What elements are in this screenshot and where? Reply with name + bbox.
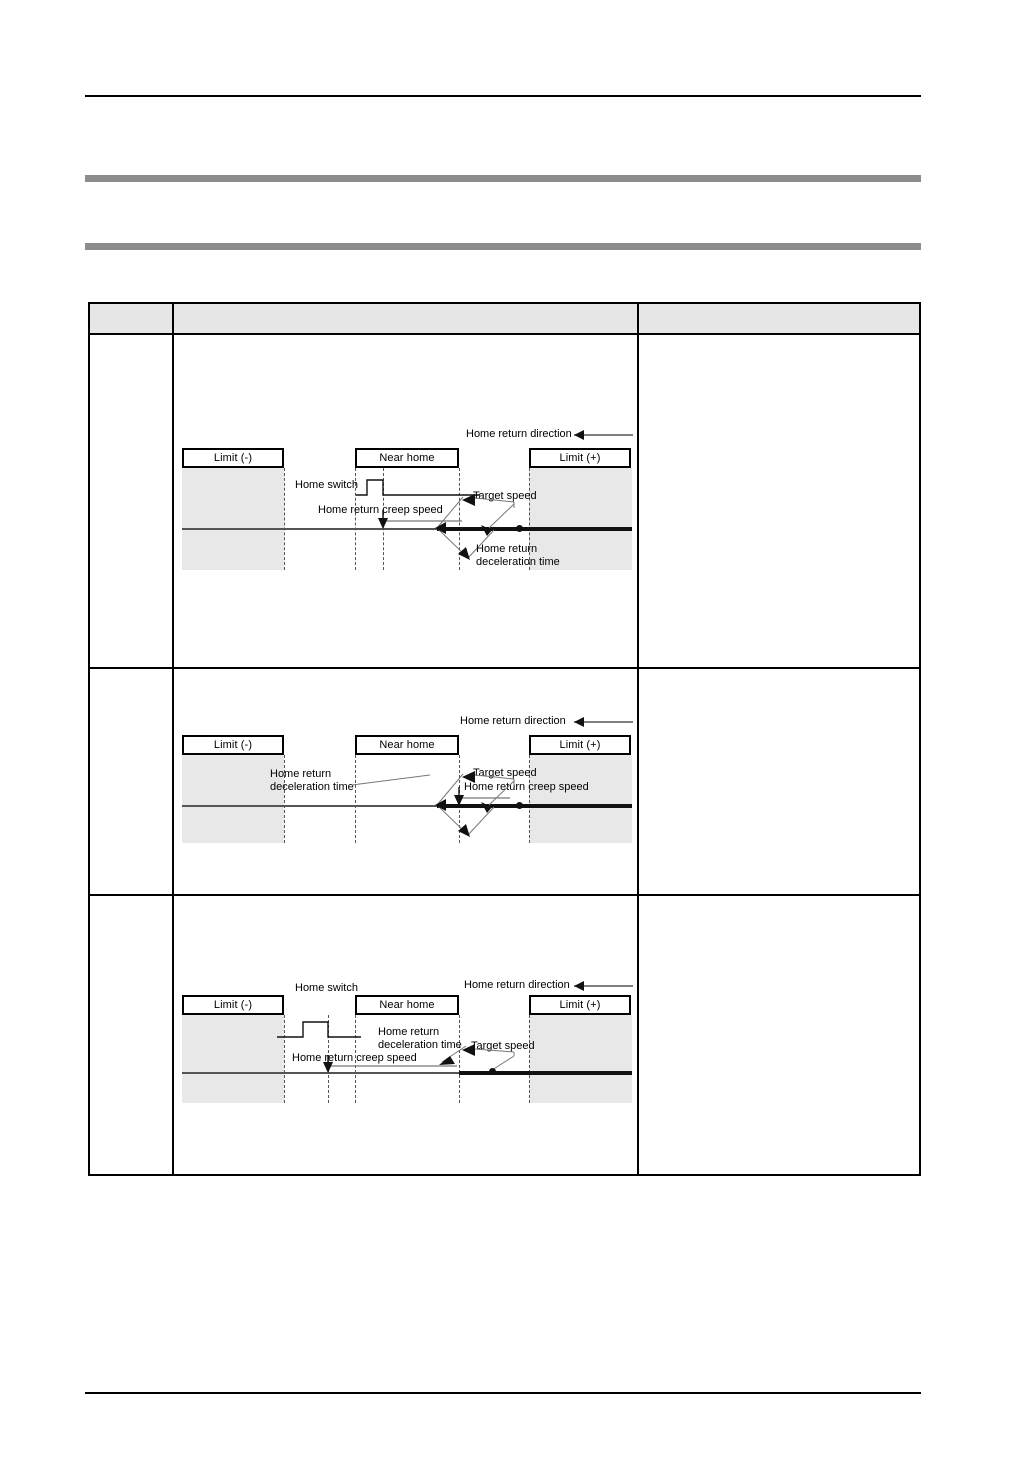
timing-diagram-2: Home return direction Limit (-) Near hom… xyxy=(90,667,637,894)
home-switch-waveform-3 xyxy=(277,1021,361,1038)
limit-plus-zone-2 xyxy=(529,755,632,843)
decel-time-label-1-line2: deceleration time xyxy=(476,556,560,568)
deceleration-ramp-2 xyxy=(351,771,515,837)
dash-near-home-left-1 xyxy=(355,468,356,570)
dash-limit-minus-edge-2 xyxy=(284,755,285,843)
zone-label-near-home-1: Near home xyxy=(379,451,435,464)
limit-minus-zone-3 xyxy=(182,1015,284,1103)
direction-label-3: Home return direction xyxy=(464,979,570,991)
home-switch-label-1: Home switch xyxy=(295,479,358,491)
table-row-divider-1 xyxy=(90,667,919,669)
direction-arrow-1 xyxy=(574,430,633,440)
table-column-divider-1 xyxy=(172,304,174,1174)
limit-plus-zone-3 xyxy=(529,1015,632,1103)
zone-box-near-home-3: Near home xyxy=(355,995,459,1015)
decel-time-label-1-line1: Home return xyxy=(476,543,538,555)
limit-plus-zone-1 xyxy=(529,468,632,570)
dash-near-home-right-1 xyxy=(459,468,460,570)
footer-rule xyxy=(85,1392,921,1394)
target-speed-leader-3 xyxy=(439,1044,515,1073)
zone-label-limit-plus-3: Limit (+) xyxy=(559,998,601,1011)
decel-time-label-3-line2: deceleration time xyxy=(378,1039,462,1051)
zone-box-limit-minus-2: Limit (-) xyxy=(182,735,284,755)
creep-speed-leader-3 xyxy=(323,1055,457,1073)
home-switch-waveform-1 xyxy=(356,479,480,496)
section-band-lower xyxy=(85,243,921,250)
settle-point-1 xyxy=(516,525,523,532)
dash-limit-plus-edge-2 xyxy=(529,755,530,843)
dash-limit-plus-edge-3 xyxy=(529,1015,530,1103)
axis-thick-segment-3 xyxy=(459,1071,632,1075)
direction-label-1: Home return direction xyxy=(466,428,572,440)
creep-speed-leader-1 xyxy=(378,510,462,529)
axis-baseline-2 xyxy=(182,805,632,807)
main-table: Home return direction Limit (-) Near hom… xyxy=(88,302,921,1176)
zone-label-limit-plus-1: Limit (+) xyxy=(559,451,601,464)
dash-near-home-right-3 xyxy=(459,1015,460,1103)
zone-box-limit-plus-1: Limit (+) xyxy=(529,448,631,468)
zone-label-limit-minus-2: Limit (-) xyxy=(213,738,253,751)
settle-point-3 xyxy=(489,1068,496,1075)
zone-label-near-home-3: Near home xyxy=(379,998,435,1011)
direction-arrow-3 xyxy=(574,981,633,991)
deceleration-ramp-1 xyxy=(435,496,515,560)
table-row-divider-2 xyxy=(90,894,919,896)
zone-label-limit-minus-3: Limit (-) xyxy=(213,998,253,1011)
zone-box-limit-plus-2: Limit (+) xyxy=(529,735,631,755)
decel-time-label-3-line1: Home return xyxy=(378,1026,440,1038)
axis-baseline-3 xyxy=(182,1072,632,1074)
direction-arrow-2 xyxy=(574,717,633,727)
creep-speed-label-1: Home return creep speed xyxy=(318,504,443,516)
limit-minus-zone-2 xyxy=(182,755,284,843)
limit-minus-zone-1 xyxy=(182,468,284,570)
header-rule xyxy=(85,95,921,97)
dash-limit-minus-edge-1 xyxy=(284,468,285,570)
dash-limit-plus-edge-1 xyxy=(529,468,530,570)
axis-baseline-1 xyxy=(182,528,632,530)
table-header-row xyxy=(90,304,919,335)
axis-thick-segment-2 xyxy=(437,804,632,808)
zone-box-limit-minus-3: Limit (-) xyxy=(182,995,284,1015)
decel-time-label-2-line1: Home return xyxy=(270,768,332,780)
section-band-upper xyxy=(85,175,921,182)
dash-limit-minus-edge-3 xyxy=(284,1015,285,1103)
zone-box-near-home-2: Near home xyxy=(355,735,459,755)
zone-label-limit-minus-1: Limit (-) xyxy=(213,451,253,464)
axis-thick-segment-1 xyxy=(437,527,632,531)
zone-box-limit-minus-1: Limit (-) xyxy=(182,448,284,468)
target-speed-leader-1 xyxy=(462,494,515,508)
target-speed-label-3: Target speed xyxy=(471,1040,535,1052)
creep-speed-label-2: Home return creep speed xyxy=(464,781,589,793)
dash-near-home-left-2 xyxy=(355,755,356,843)
zone-label-near-home-2: Near home xyxy=(379,738,435,751)
zone-box-limit-plus-3: Limit (+) xyxy=(529,995,631,1015)
timing-diagram-1: Home return direction Limit (-) Near hom… xyxy=(90,304,637,667)
dash-near-home-left-3 xyxy=(355,1015,356,1103)
creep-speed-label-3: Home return creep speed xyxy=(292,1052,417,1064)
home-switch-label-3: Home switch xyxy=(295,982,358,994)
decel-time-label-2-line2: deceleration time xyxy=(270,781,354,793)
zone-label-limit-plus-2: Limit (+) xyxy=(559,738,601,751)
settle-point-2 xyxy=(516,802,523,809)
direction-label-2: Home return direction xyxy=(460,715,566,727)
table-column-divider-2 xyxy=(637,304,639,1174)
zone-box-near-home-1: Near home xyxy=(355,448,459,468)
timing-diagram-3: Home return direction Limit (-) Near hom… xyxy=(90,894,637,1178)
